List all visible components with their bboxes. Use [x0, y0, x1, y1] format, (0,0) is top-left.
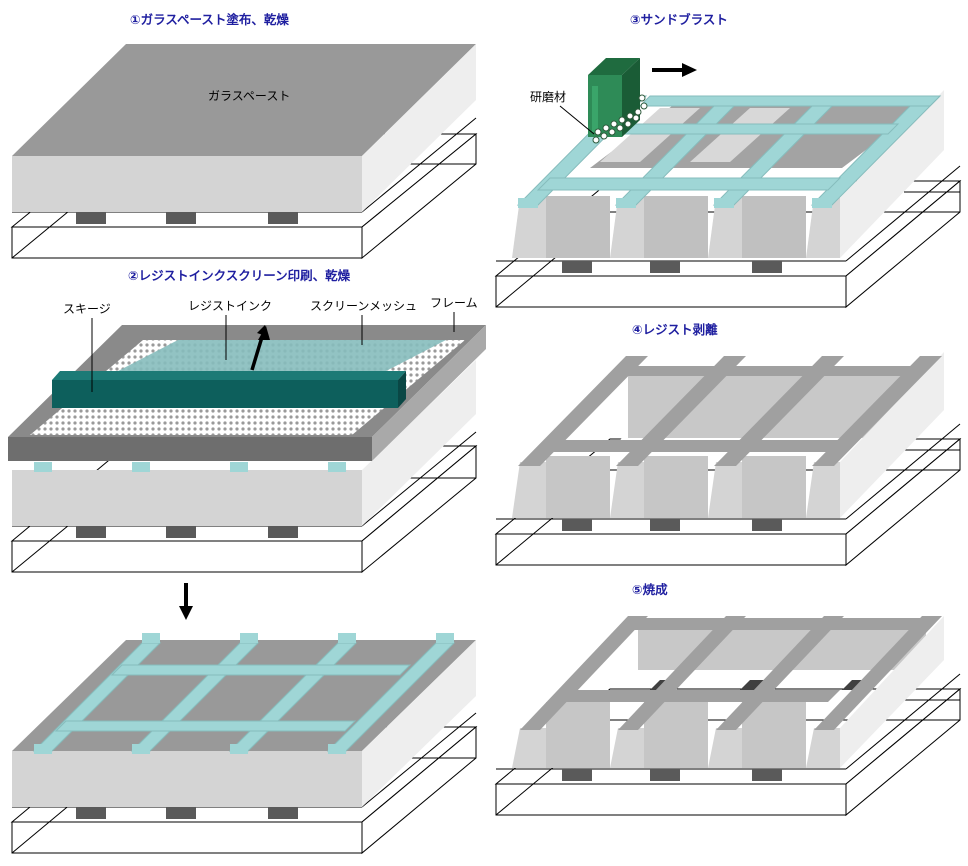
nozzle-motion-arrow: [652, 63, 697, 77]
step1-title: ①ガラスペースト塗布、乾燥: [130, 12, 289, 27]
resist-dots: [34, 462, 346, 472]
step5-diagram: [494, 616, 962, 817]
callout-leaders: [91, 312, 455, 392]
step2-title: ②レジストインクスクリーン印刷、乾燥: [128, 268, 351, 283]
print-direction-arrow: [250, 325, 270, 371]
glass-paste-layer: [12, 44, 476, 212]
squeegee-label: スキージ: [63, 302, 111, 316]
squeegee: [52, 371, 406, 408]
step4-diagram: [494, 352, 962, 567]
address-electrodes: [76, 807, 298, 819]
rib-tops: [518, 356, 942, 466]
barrier-ribs: [512, 352, 944, 518]
glass-paste-layer: [12, 360, 476, 526]
step2-result-diagram: [10, 633, 478, 855]
step3-diagram: 研磨材: [494, 58, 962, 309]
address-electrodes: [562, 261, 782, 273]
resist-dots: [34, 633, 454, 754]
resist-ink-label: レジストインク: [188, 299, 272, 313]
resist-pattern: [32, 642, 456, 752]
address-electrodes: [76, 526, 298, 538]
step2-diagram: スキージ レジストインク スクリーンメッシュ フレーム: [8, 296, 486, 574]
abrasive-particles: [592, 94, 648, 144]
screen-mesh-label: スクリーンメッシュ: [310, 299, 417, 313]
step1-diagram: ガラスペースト: [10, 44, 478, 260]
abrasive-leader: [559, 105, 595, 135]
abrasive-label: 研磨材: [530, 90, 566, 104]
barrier-ribs: [512, 616, 944, 768]
step3-title: ③サンドブラスト: [630, 12, 728, 27]
address-electrodes: [562, 519, 782, 531]
frame-label: フレーム: [430, 296, 478, 310]
step5-title: ⑤焼成: [632, 582, 668, 597]
next-stage-arrow: [179, 583, 193, 620]
rib-tops: [520, 616, 942, 730]
step4-title: ④レジスト剥離: [632, 322, 718, 337]
resist-dots: [518, 198, 832, 208]
glass-paste-label: ガラスペースト: [208, 89, 290, 103]
